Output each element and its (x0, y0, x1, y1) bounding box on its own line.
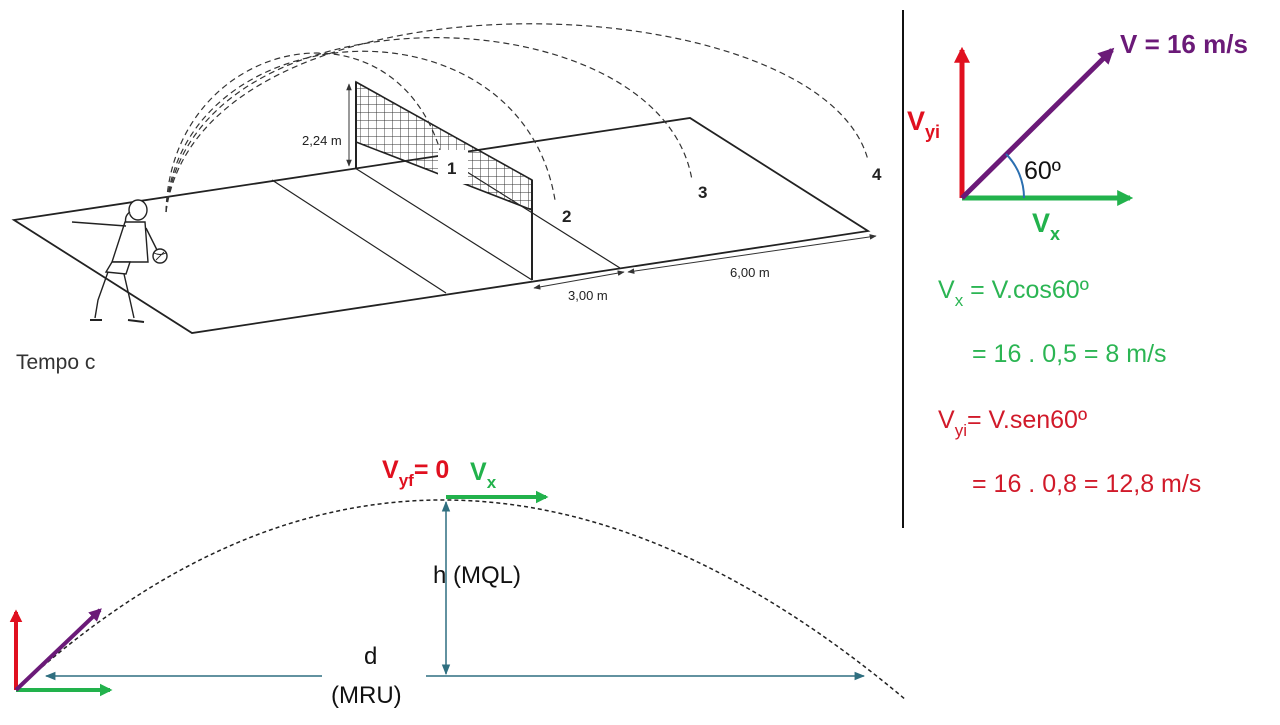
angle-label: 60º (1024, 157, 1061, 185)
v-label: V = 16 m/s (1120, 29, 1248, 59)
parabolic-trajectory (15, 499, 907, 701)
equations: Vx = V.cos60º = 16 . 0,5 = 8 m/s Vyi= V.… (938, 276, 1201, 498)
net-height-label: 2,24 m (302, 133, 342, 148)
range-label-d: d (364, 643, 377, 670)
trajectory-4 (165, 23, 869, 213)
trajectory-label-4: 4 (872, 165, 882, 184)
vx-label: Vx (1032, 208, 1060, 244)
trajectory-2 (165, 50, 556, 213)
court-line-attack-left (271, 179, 447, 294)
velocity-diagram: V = 16 m/s Vyi Vx 60º (907, 29, 1248, 244)
vyf-label: Vyf= 0 (382, 456, 449, 490)
player-figure (71, 199, 168, 323)
trajectory-1 (165, 52, 441, 213)
trajectory-label-1: 1 (447, 159, 456, 178)
court-line-center (354, 167, 533, 281)
origin-v-vector (14, 608, 102, 692)
vy-result: = 16 . 0,8 = 12,8 m/s (972, 470, 1201, 498)
volleyball-court: 2,24 m 3,00 m 6,00 m 1 2 3 4 (11, 23, 882, 334)
vyi-label: Vyi (907, 106, 940, 142)
trajectory-label-3: 3 (698, 183, 707, 202)
vy-equation: Vyi= V.sen60º (938, 406, 1087, 440)
angle-arc (1005, 153, 1026, 199)
trajectory-3 (165, 37, 693, 213)
vx-equation: Vx = V.cos60º (938, 276, 1089, 310)
range-label-mru: (MRU) (331, 682, 402, 709)
dimension-6m (627, 234, 877, 274)
vx-result: = 16 . 0,5 = 8 m/s (972, 340, 1167, 368)
dimension-3m-label: 3,00 m (568, 288, 608, 303)
v-vector (960, 47, 1115, 200)
parabola-diagram: Vyf= 0 Vx h (MQL) d (MRU) (9, 456, 907, 709)
caption-text: Tempo c (16, 351, 95, 374)
dimension-6m-label: 6,00 m (730, 265, 770, 280)
dimension-3m (533, 270, 625, 290)
trajectory-1-label-box (438, 150, 468, 184)
top-vx-label: Vx (470, 458, 497, 492)
trajectory-label-2: 2 (562, 207, 571, 226)
height-label: h (MQL) (433, 562, 521, 589)
